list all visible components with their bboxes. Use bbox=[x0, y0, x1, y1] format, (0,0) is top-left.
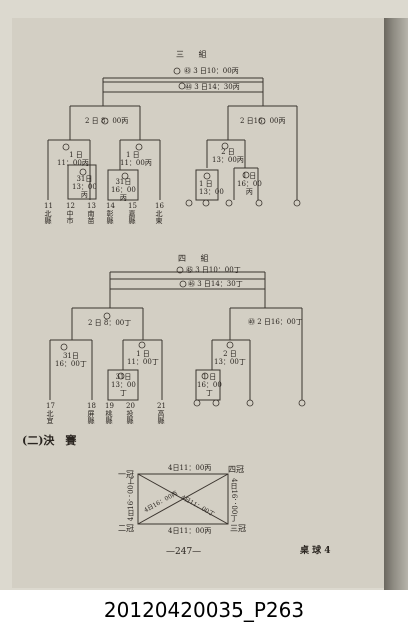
image-caption: 20120420035_P263 bbox=[103, 598, 305, 622]
corner-br: 三冠 bbox=[230, 524, 246, 533]
group3-semi-right: 2 日16：00丙 bbox=[240, 117, 286, 125]
final-left-label: 4日16：00丁 bbox=[127, 478, 135, 522]
group4-final-bottom: ㊻ 3 日14：30丁 bbox=[188, 280, 243, 288]
book-gutter bbox=[384, 18, 408, 590]
footer-right-label: 桌 球 4 bbox=[300, 546, 331, 556]
final-diagram bbox=[137, 473, 229, 525]
final-top-label: 4日11：00丙 bbox=[168, 464, 212, 472]
group3-title: 三 組 bbox=[176, 50, 213, 59]
group4-semi-right: ㊵ 2 日16：00丁 bbox=[248, 318, 303, 326]
corner-tr: 四冠 bbox=[228, 465, 244, 474]
group3-final-top: ㊸ 3 日10：00丙 bbox=[184, 67, 239, 75]
page-number: —247— bbox=[166, 547, 202, 557]
group4-semi-left: 2 日 8：00丁 bbox=[88, 319, 132, 327]
group4-title: 四 組 bbox=[178, 254, 215, 263]
corner-tl: 一冠 bbox=[118, 470, 134, 479]
group3-bracket bbox=[47, 77, 298, 201]
final-right-label: 4日16：00丁 bbox=[230, 478, 238, 522]
document-page bbox=[12, 18, 384, 588]
group4-final-top: ㊺ 3 日10：00丁 bbox=[186, 266, 241, 274]
group3-final-bottom: ㊹ 3 日14：30丙 bbox=[185, 83, 240, 91]
group4-bracket bbox=[49, 271, 303, 401]
match-markers bbox=[60, 67, 306, 407]
final-heading: (二)決 賽 bbox=[22, 434, 77, 447]
group3-semi-left: 2 日 8：00丙 bbox=[85, 117, 129, 125]
bracket-lines bbox=[47, 67, 306, 525]
final-bottom-label: 4日11：00丙 bbox=[168, 527, 212, 535]
corner-bl: 二冠 bbox=[118, 524, 134, 533]
